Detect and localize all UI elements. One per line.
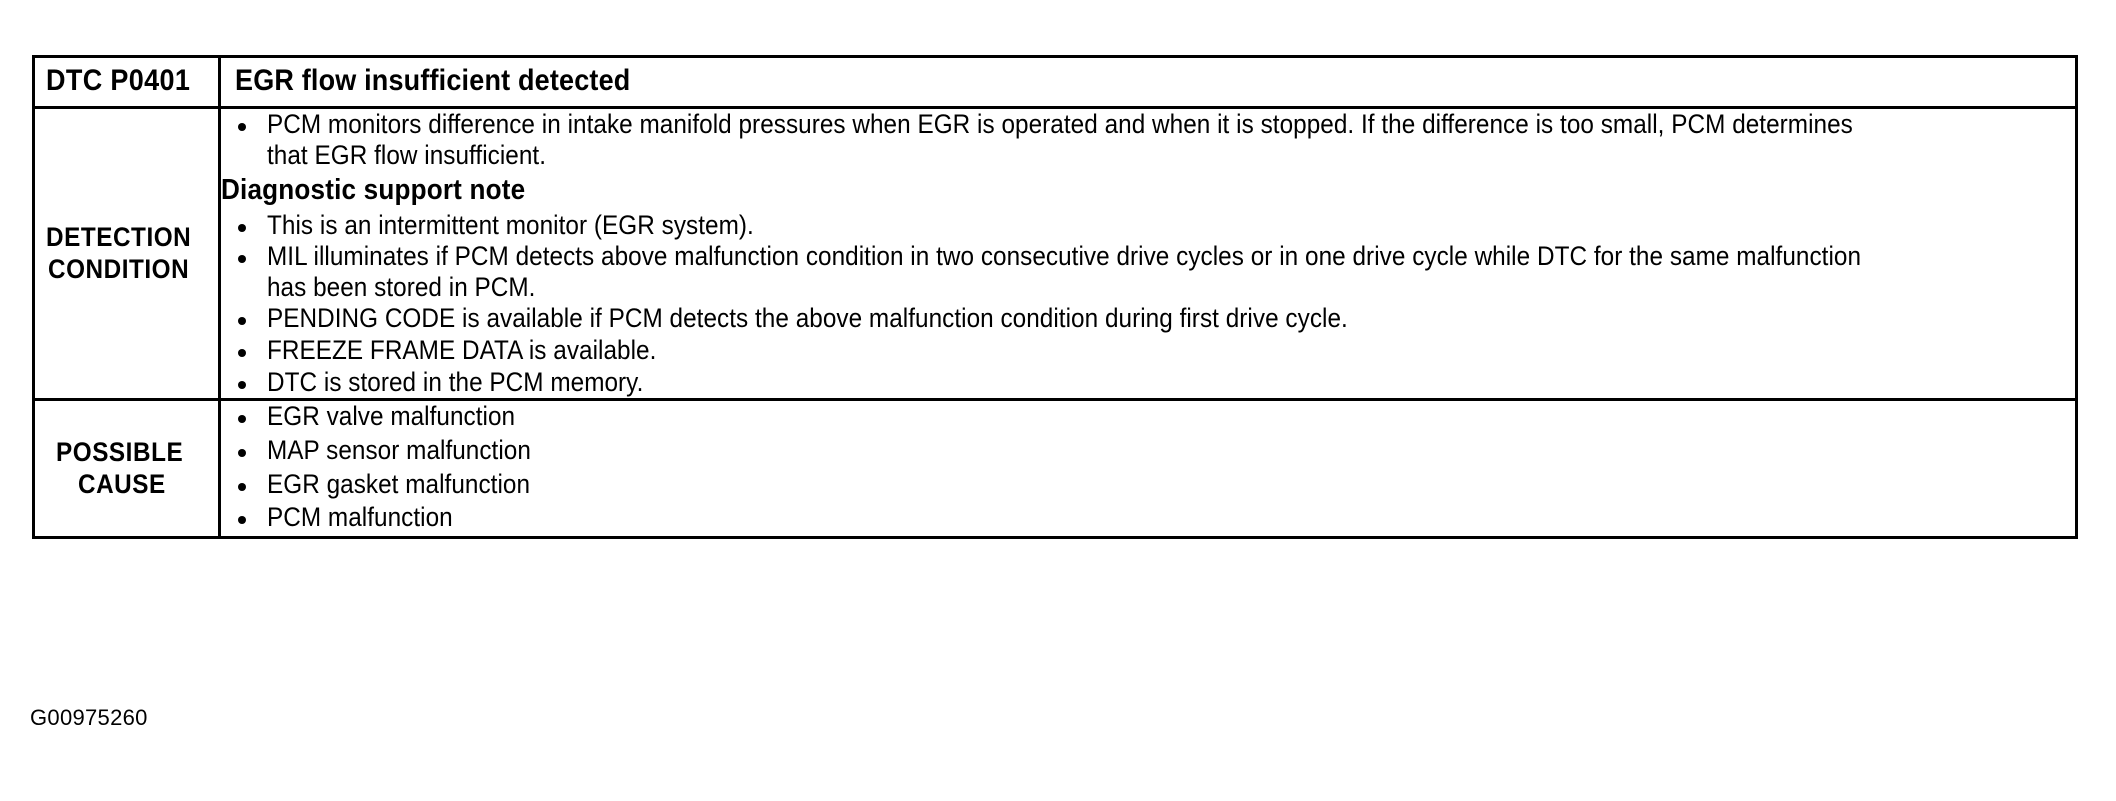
possible-cause-list: EGR valve malfunction MAP sensor malfunc… <box>221 401 2075 533</box>
list-item: This is an intermittent monitor (EGR sys… <box>221 210 2075 241</box>
list-item: DTC is stored in the PCM memory. <box>221 367 2075 398</box>
diagnostic-support-note-list: This is an intermittent monitor (EGR sys… <box>221 210 2075 398</box>
table-row-header: DTC P0401 EGR flow insufficient detected <box>32 55 2078 109</box>
list-item: MIL illuminates if PCM detects above mal… <box>221 241 2075 302</box>
figure-caption: G00975260 <box>30 705 148 730</box>
detection-condition-label-cell: DETECTION CONDITION <box>32 105 221 402</box>
list-item: MAP sensor malfunction <box>221 435 2075 466</box>
table-row-detection-condition: DETECTION CONDITION PCM monitors differe… <box>32 105 2078 402</box>
list-item: EGR gasket malfunction <box>221 469 2075 500</box>
detection-intro-list: PCM monitors difference in intake manifo… <box>221 109 2075 170</box>
possible-cause-label: POSSIBLE CAUSE <box>55 436 184 499</box>
dtc-code-label: DTC P0401 <box>46 64 191 97</box>
dtc-description-cell: EGR flow insufficient detected <box>218 55 2078 109</box>
dtc-code-cell: DTC P0401 <box>32 55 221 109</box>
possible-cause-content-cell: EGR valve malfunction MAP sensor malfunc… <box>218 398 2078 539</box>
dtc-diagnostic-table: DTC P0401 EGR flow insufficient detected… <box>32 55 2078 539</box>
detection-condition-label: DETECTION CONDITION <box>45 221 192 284</box>
list-item: PCM monitors difference in intake manifo… <box>221 109 2075 170</box>
diagnostic-support-note-heading: Diagnostic support note <box>221 174 526 207</box>
detection-condition-content-cell: PCM monitors difference in intake manifo… <box>218 105 2078 402</box>
list-item: PCM malfunction <box>221 502 2075 533</box>
dtc-description-label: EGR flow insufficient detected <box>235 64 631 97</box>
table-row-possible-cause: POSSIBLE CAUSE EGR valve malfunction MAP… <box>32 398 2078 539</box>
possible-cause-label-cell: POSSIBLE CAUSE <box>32 398 221 539</box>
list-item: FREEZE FRAME DATA is available. <box>221 335 2075 366</box>
list-item: EGR valve malfunction <box>221 401 2075 432</box>
list-item: PENDING CODE is available if PCM detects… <box>221 303 2075 334</box>
